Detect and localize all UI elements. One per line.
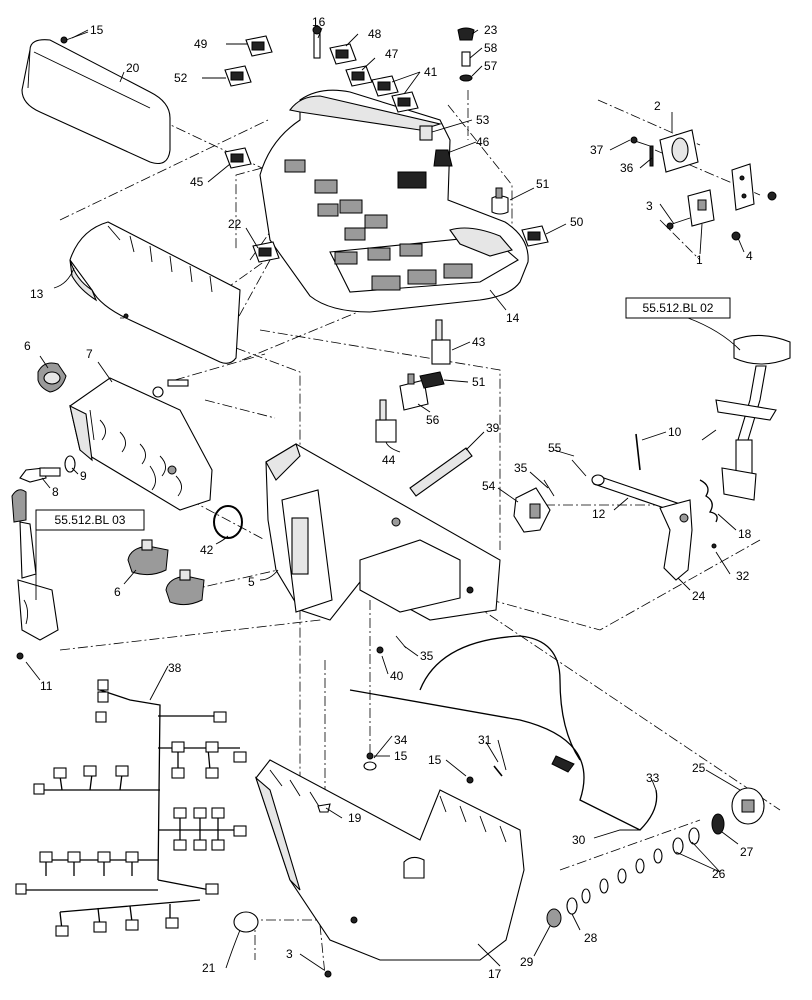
part-38-wire-harness: [15, 679, 247, 937]
part-30-cable: [349, 635, 658, 831]
callout: 31: [478, 733, 492, 747]
callout: 2: [654, 99, 661, 113]
callout: 55: [548, 441, 562, 455]
part-6-knob-top: [37, 362, 67, 393]
callout: 15: [428, 753, 442, 767]
callout: 25: [692, 761, 706, 775]
callout: 40: [390, 669, 404, 683]
callout: 44: [382, 453, 396, 467]
callout: 18: [738, 527, 752, 541]
callout: 23: [484, 23, 498, 37]
small-hardware-bottom: [233, 635, 503, 978]
part-12-pin-24-lever: [591, 433, 718, 581]
callout: 28: [584, 931, 598, 945]
reference-label-bl02: 55.512.BL 02: [643, 301, 714, 315]
callout: 48: [368, 27, 382, 41]
part-39-bar: [409, 447, 473, 497]
callout: 14: [506, 311, 520, 325]
callout: 35: [420, 649, 434, 663]
callout: 29: [520, 955, 534, 969]
callout: 26: [712, 867, 726, 881]
callout: 22: [228, 217, 242, 231]
part-14-console-top: [259, 89, 529, 313]
switch-pads: [224, 35, 549, 263]
joystick-assembly: [11, 489, 59, 660]
part-42-clip: [213, 505, 243, 539]
callout: 6: [114, 585, 121, 599]
callout: 43: [472, 335, 486, 349]
callout: 5: [248, 575, 255, 589]
callout: 58: [484, 41, 498, 55]
callout: 51: [536, 177, 550, 191]
callout: 49: [194, 37, 208, 51]
callout: 24: [692, 589, 706, 603]
callout: 15: [90, 23, 104, 37]
callout: 30: [572, 833, 586, 847]
callout: 4: [746, 249, 753, 263]
callout: 16: [312, 15, 326, 29]
reference-box-bl03: 55.512.BL 03: [35, 509, 145, 531]
callout: 3: [286, 947, 293, 961]
callout: 38: [168, 661, 182, 675]
callout: 3: [646, 199, 653, 213]
part-20-armrest-pad: [21, 39, 171, 165]
callout: 52: [174, 71, 188, 85]
callout: 50: [570, 215, 584, 229]
callout: 34: [394, 733, 408, 747]
callout: 35: [514, 461, 528, 475]
part-6-knobs-bottom: [127, 539, 205, 606]
leader-lines: [25, 27, 745, 971]
reference-box-bl02: 55.512.BL 02: [625, 297, 731, 319]
callout: 57: [484, 59, 498, 73]
callout: 32: [736, 569, 750, 583]
callout: 7: [86, 347, 93, 361]
part-5-main-housing: [265, 443, 501, 621]
callout-numbers: 15 20 16 49 48 47 52 41 23 58 57 53 46 2…: [24, 15, 754, 981]
pedal-assembly: [701, 334, 791, 501]
callout: 15: [394, 749, 408, 763]
small-hardware-top: [312, 25, 509, 215]
callout: 11: [40, 679, 53, 693]
callout: 10: [668, 425, 682, 439]
part-17-lower-cover: [254, 759, 525, 961]
callout: 47: [385, 47, 399, 61]
callout: 8: [52, 485, 59, 499]
callout: 37: [590, 143, 604, 157]
reference-label-bl03: 55.512.BL 03: [55, 513, 126, 527]
callout: 56: [426, 413, 440, 427]
screw-15-top: [60, 31, 89, 44]
callout: 51: [472, 375, 486, 389]
callout: 53: [476, 113, 490, 127]
callout: 41: [424, 65, 438, 79]
callout: 20: [126, 61, 140, 75]
callout: 36: [620, 161, 634, 175]
callout: 45: [190, 175, 204, 189]
callout: 19: [348, 811, 362, 825]
callout: 1: [696, 253, 703, 267]
callout: 13: [30, 287, 44, 301]
part-7-mounting-bracket: [69, 377, 213, 511]
callout: 42: [200, 543, 214, 557]
callout: 54: [482, 479, 496, 493]
callout: 33: [646, 771, 660, 785]
callout: 17: [488, 967, 502, 981]
parts-25-29-washers: [546, 787, 765, 928]
callout: 12: [592, 507, 606, 521]
part-54-latch: [513, 459, 587, 533]
callout: 39: [486, 421, 500, 435]
callout: 46: [476, 135, 490, 149]
bracket-group-1-2: [630, 129, 777, 241]
callout: 21: [202, 961, 216, 975]
callout: 27: [740, 845, 754, 859]
part-13-side-cover: [69, 221, 241, 364]
callout: 6: [24, 339, 31, 353]
switches-43-44-51-56: [375, 319, 451, 443]
callout: 9: [80, 469, 87, 483]
